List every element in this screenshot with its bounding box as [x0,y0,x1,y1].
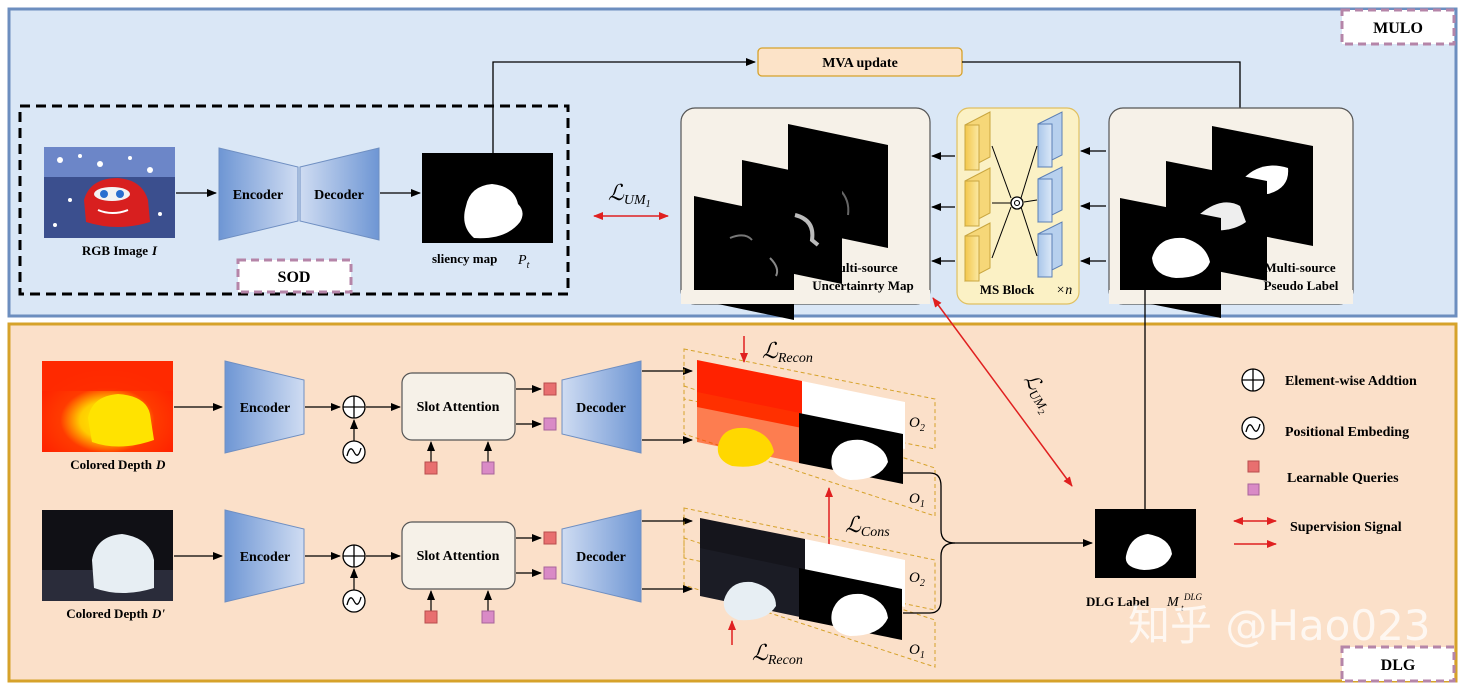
dlg-label-map [1095,509,1196,578]
dlg-label-caption: DLG Label [1086,594,1150,609]
legend-query-pink [1247,483,1260,496]
slot-output-1 [697,360,905,484]
slot-red-1 [543,382,557,396]
slot-attention-1 [401,372,516,441]
legend-element-wise: Element-wise Addtion [1285,374,1417,389]
legend-positional-icon [1241,416,1265,440]
arrow-loss-um2 [932,297,1073,487]
legend-supervision: Supervision Signal [1290,520,1402,535]
pseudo-panel-bottom [1109,290,1353,304]
rgb-symbol: I [151,243,158,258]
positional-embedding-icon-2 [342,589,366,613]
uncertainty-panel-bottom [681,290,930,304]
pseudo-caption-1: Multi-source [1264,260,1335,275]
dlg-decoder-2 [561,509,642,603]
depth1-symbol: D [155,457,166,472]
dlg-label-sup: DLG [1183,592,1203,602]
add-icon-2 [342,544,366,568]
dlg-label-symbol: M [1166,595,1180,610]
sod-box [18,104,570,296]
saliency-map [422,153,553,243]
arrow-o1-merge-bottom [903,542,956,614]
loss-cons: ℒCons [845,512,890,540]
ms-block-label: MS Block [980,282,1035,297]
query-red-1 [424,461,438,475]
sod-decoder [299,147,380,241]
slot-attention-2 [401,521,516,590]
query-red-2 [424,610,438,624]
uncertainty-caption-2: Uncertainrty Map [812,278,913,293]
legend-add-icon [1241,368,1265,392]
dlg-encoder-2-label: Encoder [240,550,291,565]
rgb-caption: RGB Image [82,243,148,258]
o2-frame-1 [683,348,936,450]
loss-recon-bottom: ℒRecon [752,640,803,668]
dlg-badge: DLG [1340,645,1456,683]
arrow-mva-pseudo [962,61,1244,126]
pseudo-stack [1120,126,1313,318]
colored-depth-d [42,361,173,452]
query-pink-2 [481,610,495,624]
saliency-symbol: Pt [517,253,530,271]
mulo-badge: MULO [1340,8,1456,46]
slot-pink-1 [543,417,557,431]
loss-um1: ℒUM1 [608,180,651,210]
uncertainty-stack [694,124,888,320]
dlg-decoder-2-label: Decoder [576,550,626,565]
slot-pink-2 [543,566,557,580]
legend-positional: Positional Embeding [1285,425,1409,440]
dlg-encoder-1-label: Encoder [240,401,291,416]
depth2-caption: Colored Depth [66,606,149,621]
sod-decoder-label: Decoder [314,188,364,203]
add-icon-1 [342,395,366,419]
o2-frame-2 [683,507,936,611]
ms-circle-dot-icon [1010,196,1024,210]
dlg-decoder-1 [561,360,642,454]
query-pink-1 [481,461,495,475]
legend: Element-wise Addtion Positional Embeding… [1233,368,1417,548]
legend-queries: Learnable Queries [1287,471,1399,486]
sod-encoder [218,147,299,241]
pseudo-caption-2: Pseudo Label [1264,278,1339,293]
ms-block-times: ×n [1056,283,1072,298]
ms-blue-cubes [1037,111,1063,278]
sod-label: SOD [278,269,311,286]
dlg-encoder-1 [224,360,305,454]
dlg-label-sub: t [1181,603,1184,613]
slot-red-2 [543,531,557,545]
dlg-label: DLG [1381,657,1416,674]
ms-yellow-cubes [964,111,991,282]
loss-recon-top: ℒRecon [762,338,813,366]
legend-query-red [1247,460,1260,473]
depth1-caption: Colored Depth [70,457,153,472]
uncertainty-caption-1: Multi-source [826,260,897,275]
depth2-symbol: D' [151,606,165,621]
arrow-o1-merge-top [903,472,1093,547]
dlg-encoder-2 [224,509,305,603]
mva-update-label: MVA update [822,56,898,71]
o1-label-2: O1 [909,642,925,661]
slot-attention-1-label: Slot Attention [417,400,500,415]
o2-label-2: O2 [909,570,925,589]
sod-encoder-label: Encoder [233,188,284,203]
slot-output-2 [700,518,905,640]
mulo-label: MULO [1373,20,1423,37]
o2-label-1: O2 [909,415,925,434]
dlg-decoder-1-label: Decoder [576,401,626,416]
sod-badge: SOD [236,258,353,294]
saliency-caption: sliency map [432,251,497,266]
positional-embedding-icon-1 [342,440,366,464]
slot-attention-2-label: Slot Attention [417,549,500,564]
colored-depth-d-prime [42,510,173,601]
watermark: 知乎 @Hao023 [1128,601,1431,650]
rgb-image [44,147,175,238]
ms-block-connections [991,145,1038,259]
arrow-saliency-mva [492,58,756,153]
o1-label-1: O1 [909,491,925,510]
